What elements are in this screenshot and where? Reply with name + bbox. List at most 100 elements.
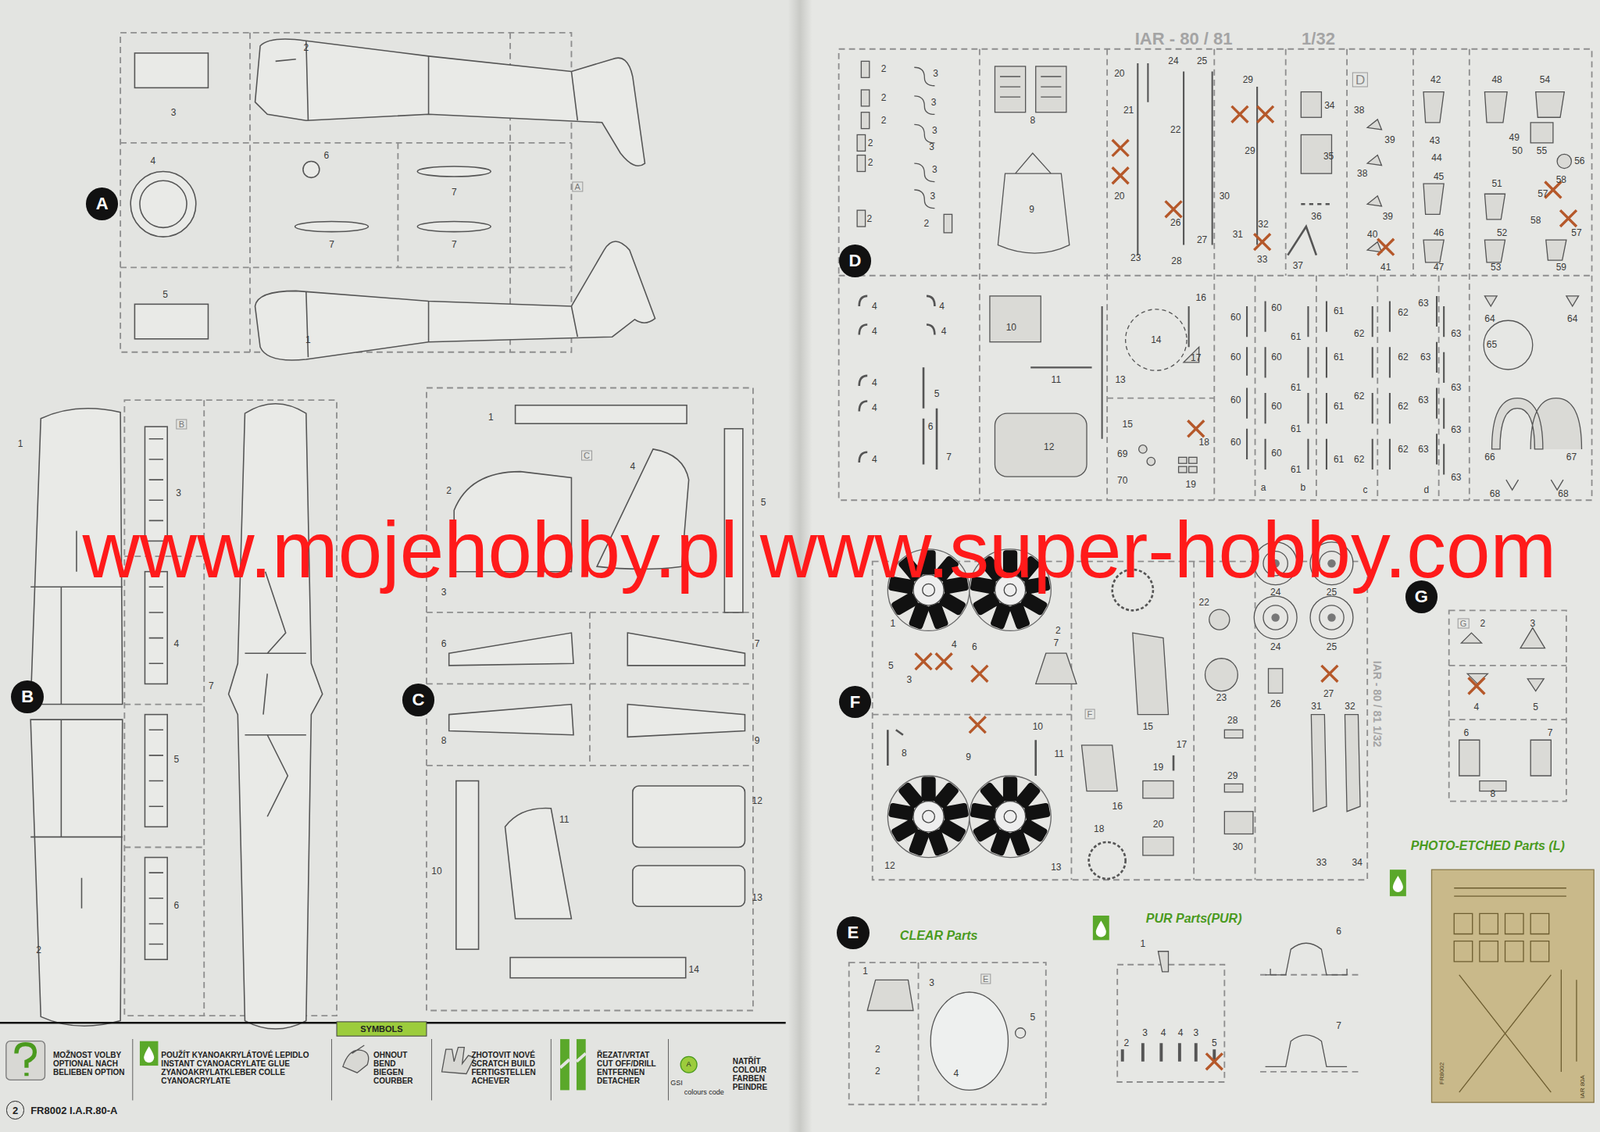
small-part	[303, 160, 320, 178]
part-number: 2	[875, 1066, 881, 1076]
sprue-code: G	[1457, 618, 1470, 629]
part-number: 20	[1114, 191, 1125, 201]
part-number: 37	[1292, 260, 1304, 271]
legend-heading: SYMBOLS	[360, 1024, 403, 1033]
legend-text: ZHOTOVIT NOVÉ SCRATCH BUILD FERTIGSTELLE…	[471, 1050, 553, 1086]
part-number: 26	[1170, 217, 1181, 228]
cross-mark	[1165, 200, 1183, 218]
part-number: 26	[1270, 699, 1281, 709]
small-part	[1178, 466, 1187, 473]
small-part	[1189, 466, 1197, 473]
part-number: 31	[1310, 701, 1322, 711]
small-part	[1137, 63, 1258, 256]
part-number: 65	[1486, 339, 1497, 350]
part-number: 38	[1357, 168, 1368, 179]
part-number: 3	[932, 125, 938, 136]
fuselage-half	[255, 39, 646, 166]
photo-etched-fret	[1431, 869, 1594, 1103]
tail-part	[632, 785, 746, 847]
part-number: 59	[1556, 262, 1567, 272]
small-part	[997, 153, 1069, 254]
small-part	[1035, 66, 1067, 113]
part-number: 2	[1124, 1038, 1130, 1048]
part-number: 3	[171, 107, 177, 118]
tail-part	[456, 781, 479, 950]
fuselage-half	[306, 292, 578, 358]
tail-part	[449, 405, 746, 979]
part-number: 9	[1028, 204, 1035, 215]
part-number: 13	[1114, 375, 1125, 385]
part-number: c	[1363, 485, 1368, 495]
part-number: 17	[1190, 353, 1201, 363]
part-number: 4	[1474, 702, 1480, 712]
tail-part	[449, 632, 746, 666]
part-number: 4	[939, 301, 945, 311]
part-number: 5	[1532, 702, 1539, 712]
sheet-heading: IAR - 80 / 81	[1135, 30, 1233, 48]
small-part	[1146, 457, 1155, 465]
part-number: 60	[1230, 312, 1241, 322]
small-part	[294, 221, 368, 233]
part-number: 3	[175, 488, 182, 498]
cross-mark	[969, 716, 986, 733]
small-part	[1492, 398, 1583, 450]
part-number: 9	[754, 735, 761, 746]
part-number: 25	[1326, 642, 1337, 652]
part-number: 27	[1196, 235, 1208, 245]
part-number: 68	[1557, 489, 1568, 499]
part-number: 7	[754, 639, 761, 649]
part-number: 46	[1433, 228, 1444, 238]
part-number: 19	[1153, 762, 1164, 772]
part-number: 4	[941, 326, 947, 336]
small-part	[1224, 811, 1254, 835]
wing-part	[244, 571, 306, 818]
part-number: 23	[1216, 692, 1227, 703]
part-number: 25	[1326, 587, 1337, 597]
part-number: 61	[1333, 352, 1344, 362]
legend-text: POUŽÍT KYANOAKRYLÁTOVÉ LEPIDLO INSTANT C…	[160, 1050, 333, 1086]
part-number: 50	[1512, 146, 1523, 156]
legend-text: MOŽNOST VOLBY OPTIONAL NACH BELIEBEN OPT…	[53, 1050, 133, 1077]
page-footer: FR8002 I.A.R.80-A	[30, 1105, 118, 1116]
part-number: 6	[1335, 926, 1342, 936]
part-number: 7	[1547, 728, 1554, 738]
part-number: 63	[1450, 328, 1461, 339]
part-number: 9	[965, 752, 972, 762]
part-number: 51	[1491, 178, 1502, 189]
section-heading: CLEAR Parts	[900, 929, 979, 943]
part-number: 1	[488, 412, 494, 422]
small-part	[860, 112, 869, 129]
part-number: 12	[751, 796, 762, 806]
tail-part	[510, 957, 686, 979]
small-part	[417, 166, 491, 177]
part-number: 63	[1417, 395, 1429, 405]
small-part	[1089, 842, 1126, 879]
small-part	[1209, 609, 1230, 630]
glue-symbol	[1092, 915, 1110, 940]
sprue-code: E	[980, 973, 991, 984]
part-number: 43	[1429, 135, 1440, 146]
part-number: 52	[1496, 228, 1508, 238]
cross-mark	[1468, 678, 1486, 695]
legend-icon	[6, 1041, 46, 1081]
part-number: 3	[928, 978, 935, 988]
part-number: 15	[1122, 419, 1133, 429]
small-part	[930, 992, 1008, 1090]
part-number: 64	[1567, 314, 1578, 324]
part-number: 3	[928, 142, 935, 152]
part-number: 39	[1384, 135, 1395, 145]
small-part	[1310, 714, 1361, 812]
sprue-frame	[1449, 610, 1567, 801]
part-number: 5	[174, 754, 180, 765]
part-number: 41	[1380, 262, 1391, 272]
small-part	[1081, 632, 1168, 792]
part-number: 32	[1344, 701, 1355, 711]
small-part	[134, 303, 208, 339]
engine-part	[887, 775, 969, 858]
part-number: 1	[890, 618, 897, 629]
wing-part	[30, 403, 323, 1029]
part-number: 14	[1150, 335, 1161, 345]
legend-text: NATŘÍT COLOUR FARBEN PEINDRE	[732, 1057, 786, 1092]
page-number: 2	[6, 1100, 25, 1120]
